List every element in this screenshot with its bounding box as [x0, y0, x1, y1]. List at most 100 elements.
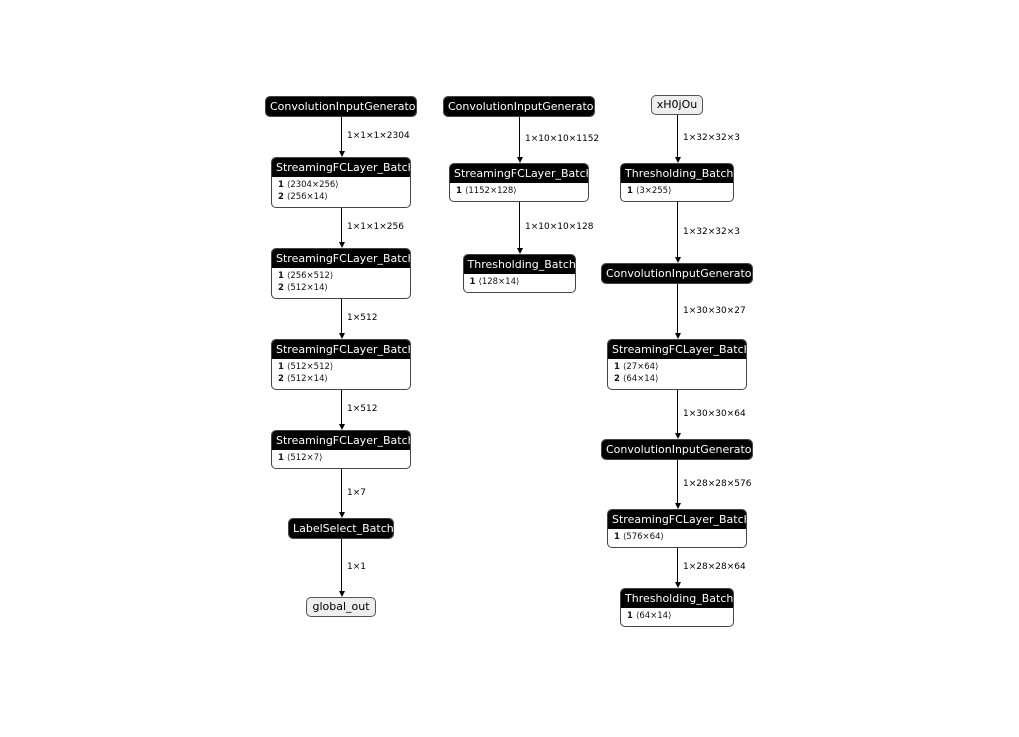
node-weights: 1⟨512×512⟩2⟨512×14⟩ — [272, 359, 410, 387]
graph-node-c4[interactable]: ConvolutionInputGenerator — [601, 439, 753, 460]
weight-index: 2 — [278, 192, 284, 202]
weight-index: 1 — [278, 362, 284, 372]
graph-node-b2[interactable]: Thresholding_Batch 1⟨128×14⟩ — [462, 254, 576, 293]
edge-line — [341, 469, 342, 512]
graph-node-a5[interactable]: LabelSelect_Batch — [288, 518, 394, 539]
edge-shape-label: 1×32×32×3 — [683, 226, 740, 237]
edge-shape-label: 1×10×10×128 — [525, 222, 594, 232]
graph-node-c2[interactable]: ConvolutionInputGenerator — [601, 263, 753, 284]
edge-line — [677, 390, 678, 433]
weight-row: 1⟨512×7⟩ — [278, 452, 404, 464]
graph-node-a4[interactable]: StreamingFCLayer_Batch 1⟨512×7⟩ — [271, 430, 411, 469]
edge-line — [341, 390, 342, 424]
weight-row: 2⟨64×14⟩ — [614, 373, 740, 385]
arrowhead-icon — [338, 512, 345, 518]
arrowhead-icon — [674, 157, 681, 163]
weight-row: 2⟨512×14⟩ — [278, 373, 404, 385]
weight-row: 1⟨576×64⟩ — [614, 531, 740, 543]
weight-shape: ⟨256×14⟩ — [287, 192, 328, 202]
arrowhead-icon — [674, 257, 681, 263]
node-title: Thresholding_Batch — [621, 164, 733, 183]
graph-node-a6[interactable]: global_out — [306, 597, 376, 617]
edge-line — [677, 548, 678, 582]
weight-index: 1 — [278, 271, 284, 281]
arrowhead-icon — [674, 582, 681, 588]
arrowhead-icon — [338, 424, 345, 430]
node-weights: 1⟨256×512⟩2⟨512×14⟩ — [272, 268, 410, 296]
edge-shape-label: 1×1 — [347, 562, 366, 572]
graph-node-c6[interactable]: Thresholding_Batch 1⟨64×14⟩ — [620, 588, 734, 627]
weight-shape: ⟨512×7⟩ — [287, 453, 323, 463]
node-title: StreamingFCLayer_Batch — [272, 249, 410, 268]
weight-row: 1⟨1152×128⟩ — [456, 185, 582, 197]
graph-node-b0[interactable]: ConvolutionInputGenerator — [443, 96, 595, 117]
weight-index: 1 — [278, 453, 284, 463]
graph-node-c0[interactable]: xH0jOu — [651, 95, 703, 115]
weight-index: 1 — [469, 277, 476, 287]
weight-shape: ⟨64×14⟩ — [623, 374, 659, 384]
edge-line — [677, 284, 678, 333]
graph-node-a0[interactable]: ConvolutionInputGenerator — [265, 96, 417, 117]
node-title: StreamingFCLayer_Batch — [272, 340, 410, 359]
weight-index: 1 — [614, 362, 620, 372]
weight-row: 1⟨64×14⟩ — [627, 610, 727, 622]
weight-shape: ⟨256×512⟩ — [287, 271, 334, 281]
arrowhead-icon — [674, 503, 681, 509]
weight-shape: ⟨64×14⟩ — [636, 611, 672, 621]
weight-shape: ⟨576×64⟩ — [623, 532, 664, 542]
node-weights: 1⟨128×14⟩ — [464, 274, 575, 290]
edge-line — [677, 115, 678, 157]
weight-index: 1 — [278, 180, 284, 190]
edge-shape-label: 1×1×1×256 — [347, 222, 404, 232]
node-title: ConvolutionInputGenerator — [602, 264, 752, 283]
node-weights: 1⟨576×64⟩ — [608, 529, 746, 545]
edge-shape-label: 1×30×30×64 — [683, 408, 746, 419]
edge-shape-label: 1×28×28×64 — [683, 562, 746, 572]
node-title: Thresholding_Batch — [621, 589, 733, 608]
node-title: StreamingFCLayer_Batch — [272, 158, 410, 177]
edge-line — [519, 117, 520, 157]
arrowhead-icon — [516, 248, 523, 254]
weight-shape: ⟨1152×128⟩ — [465, 186, 517, 196]
weight-row: 1⟨128×14⟩ — [470, 276, 569, 288]
node-weights: 1⟨27×64⟩2⟨64×14⟩ — [608, 359, 746, 387]
edge-shape-label: 1×1×1×2304 — [347, 131, 410, 141]
weight-index: 2 — [278, 283, 284, 293]
weight-shape: ⟨512×512⟩ — [287, 362, 334, 372]
node-title: ConvolutionInputGenerator — [444, 97, 594, 116]
node-title: StreamingFCLayer_Batch — [272, 431, 410, 450]
node-weights: 1⟨512×7⟩ — [272, 450, 410, 466]
weight-row: 1⟨256×512⟩ — [278, 270, 404, 282]
node-weights: 1⟨1152×128⟩ — [450, 183, 588, 199]
edge-line — [341, 299, 342, 333]
weight-index: 1 — [614, 532, 620, 542]
arrowhead-icon — [338, 333, 345, 339]
arrowhead-icon — [338, 242, 345, 248]
node-title: global_out — [312, 600, 370, 613]
edge-shape-label: 1×7 — [347, 487, 366, 498]
edge-line — [519, 202, 520, 248]
arrowhead-icon — [674, 333, 681, 339]
weight-row: 2⟨256×14⟩ — [278, 191, 404, 203]
weight-shape: ⟨3×255⟩ — [636, 186, 672, 196]
weight-shape: ⟨2304×256⟩ — [287, 180, 339, 190]
node-title: StreamingFCLayer_Batch — [608, 340, 746, 359]
edge-shape-label: 1×512 — [347, 313, 378, 323]
weight-index: 1 — [456, 186, 462, 196]
node-title: Thresholding_Batch — [463, 255, 575, 274]
weight-row: 1⟨512×512⟩ — [278, 361, 404, 373]
graph-node-a1[interactable]: StreamingFCLayer_Batch 1⟨2304×256⟩2⟨256×1… — [271, 157, 411, 208]
edge-line — [341, 208, 342, 242]
edge-shape-label: 1×10×10×1152 — [525, 134, 600, 144]
weight-row: 1⟨27×64⟩ — [614, 361, 740, 373]
arrowhead-icon — [674, 433, 681, 439]
weight-index: 1 — [627, 611, 633, 621]
arrowhead-icon — [338, 591, 345, 597]
